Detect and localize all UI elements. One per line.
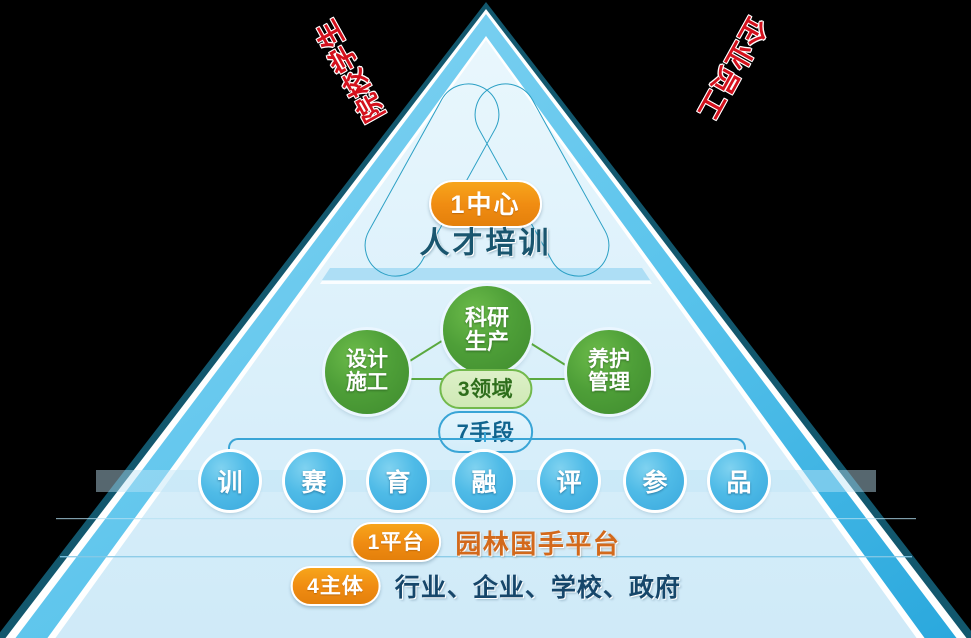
methods-bracket-stem (484, 432, 486, 442)
center-title: 人才培训 (419, 227, 552, 260)
domains-pill[interactable]: 3领域 (438, 369, 533, 409)
domain-circle-maintenance-line1: 养护 (588, 348, 630, 372)
method-circle-7[interactable]: 品 (710, 452, 768, 510)
method-circle-6[interactable]: 参 (626, 452, 684, 510)
domain-circle-science-line2: 生产 (464, 329, 509, 354)
subjects-row: 4主体 行业、企业、学校、政府 (290, 566, 681, 606)
domain-circle-design[interactable]: 设计 施工 (325, 330, 409, 414)
domain-circle-design-line1: 设计 (346, 348, 388, 372)
platform-text: 园林国手平台 (455, 528, 621, 559)
center-badge[interactable]: 1中心 (428, 180, 543, 228)
domain-circle-maintenance-line2: 管理 (588, 371, 630, 394)
methods-bracket (228, 438, 746, 456)
subjects-badge[interactable]: 4主体 (290, 566, 381, 606)
method-circle-5[interactable]: 评 (540, 452, 598, 510)
subjects-text: 行业、企业、学校、政府 (394, 574, 681, 602)
platform-badge[interactable]: 1平台 (350, 522, 442, 562)
method-circle-3[interactable]: 育 (369, 452, 427, 510)
connector-pill-to-maintenance (520, 378, 570, 380)
connector-design-to-pill (405, 378, 453, 380)
method-circle-1[interactable]: 训 (201, 452, 259, 510)
domain-circle-science-line1: 科研 (464, 305, 509, 331)
domain-circle-maintenance[interactable]: 养护 管理 (567, 330, 651, 414)
method-circle-2[interactable]: 赛 (285, 452, 343, 510)
domain-circle-design-line2: 施工 (346, 371, 388, 394)
domain-circle-science[interactable]: 科研 生产 (443, 286, 531, 374)
platform-row: 1平台 园林国手平台 (350, 522, 621, 562)
method-circle-4[interactable]: 融 (455, 452, 513, 510)
